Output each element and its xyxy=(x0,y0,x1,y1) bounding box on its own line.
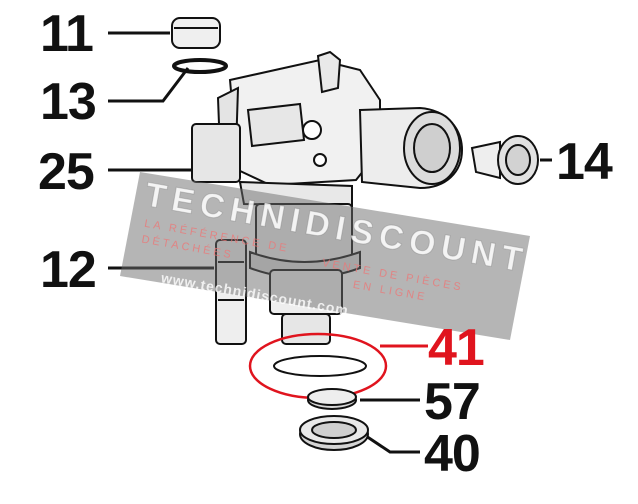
part-40-seal xyxy=(299,415,369,451)
callout-57: 57 xyxy=(424,373,481,431)
part-11-cap xyxy=(171,17,221,49)
part-57-washer xyxy=(307,388,357,410)
part-41-oring xyxy=(273,355,367,377)
callout-13: 13 xyxy=(40,73,97,131)
part-14-fitting xyxy=(470,135,539,185)
leader-13 xyxy=(108,67,190,103)
callout-11: 11 xyxy=(40,5,94,63)
leader-40 xyxy=(359,430,420,454)
callout-41: 41 xyxy=(428,319,485,377)
callout-25: 25 xyxy=(38,143,95,201)
callout-40: 40 xyxy=(424,425,481,483)
callout-12: 12 xyxy=(40,241,97,299)
part-13-oring xyxy=(172,58,228,74)
watermark-band xyxy=(120,172,530,340)
valve-body xyxy=(191,50,464,208)
callout-14: 14 xyxy=(556,133,613,191)
